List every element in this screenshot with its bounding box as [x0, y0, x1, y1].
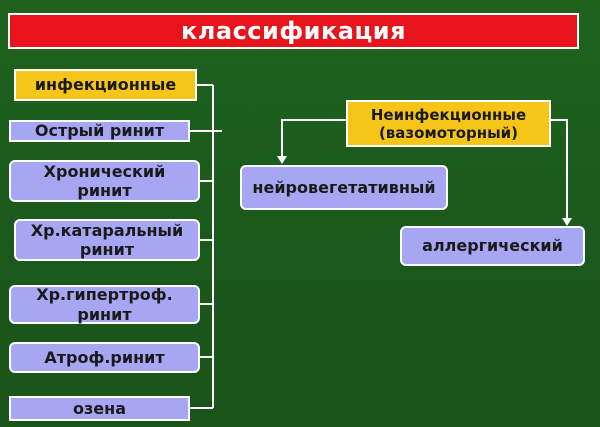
page-title: классификация	[8, 13, 579, 49]
connector-to-allergic	[551, 119, 568, 220]
noninfectious-header: Неинфекционные (вазомоторный)	[346, 100, 551, 147]
item-neurovegetative: нейровегетативный	[240, 165, 448, 210]
item-allergic: аллергический	[400, 226, 585, 266]
item-ozena: озена	[9, 396, 190, 421]
connector-to-neurovegetative	[281, 119, 346, 158]
item-atrophic-rhinitis: Атроф.ринит	[9, 342, 200, 373]
infectious-header: инфекционные	[14, 69, 197, 101]
item-hypertrophic-rhinitis: Хр.гипертроф. ринит	[9, 285, 200, 324]
arrow-head-allergic	[562, 218, 572, 226]
item-catarrhal-rhinitis: Хр.катаральный ринит	[14, 219, 200, 261]
item-acute-rhinitis: Острый ринит	[9, 120, 190, 142]
arrow-head-neurovegetative	[277, 156, 287, 164]
item-chronic-rhinitis: Хронический ринит	[9, 160, 200, 202]
